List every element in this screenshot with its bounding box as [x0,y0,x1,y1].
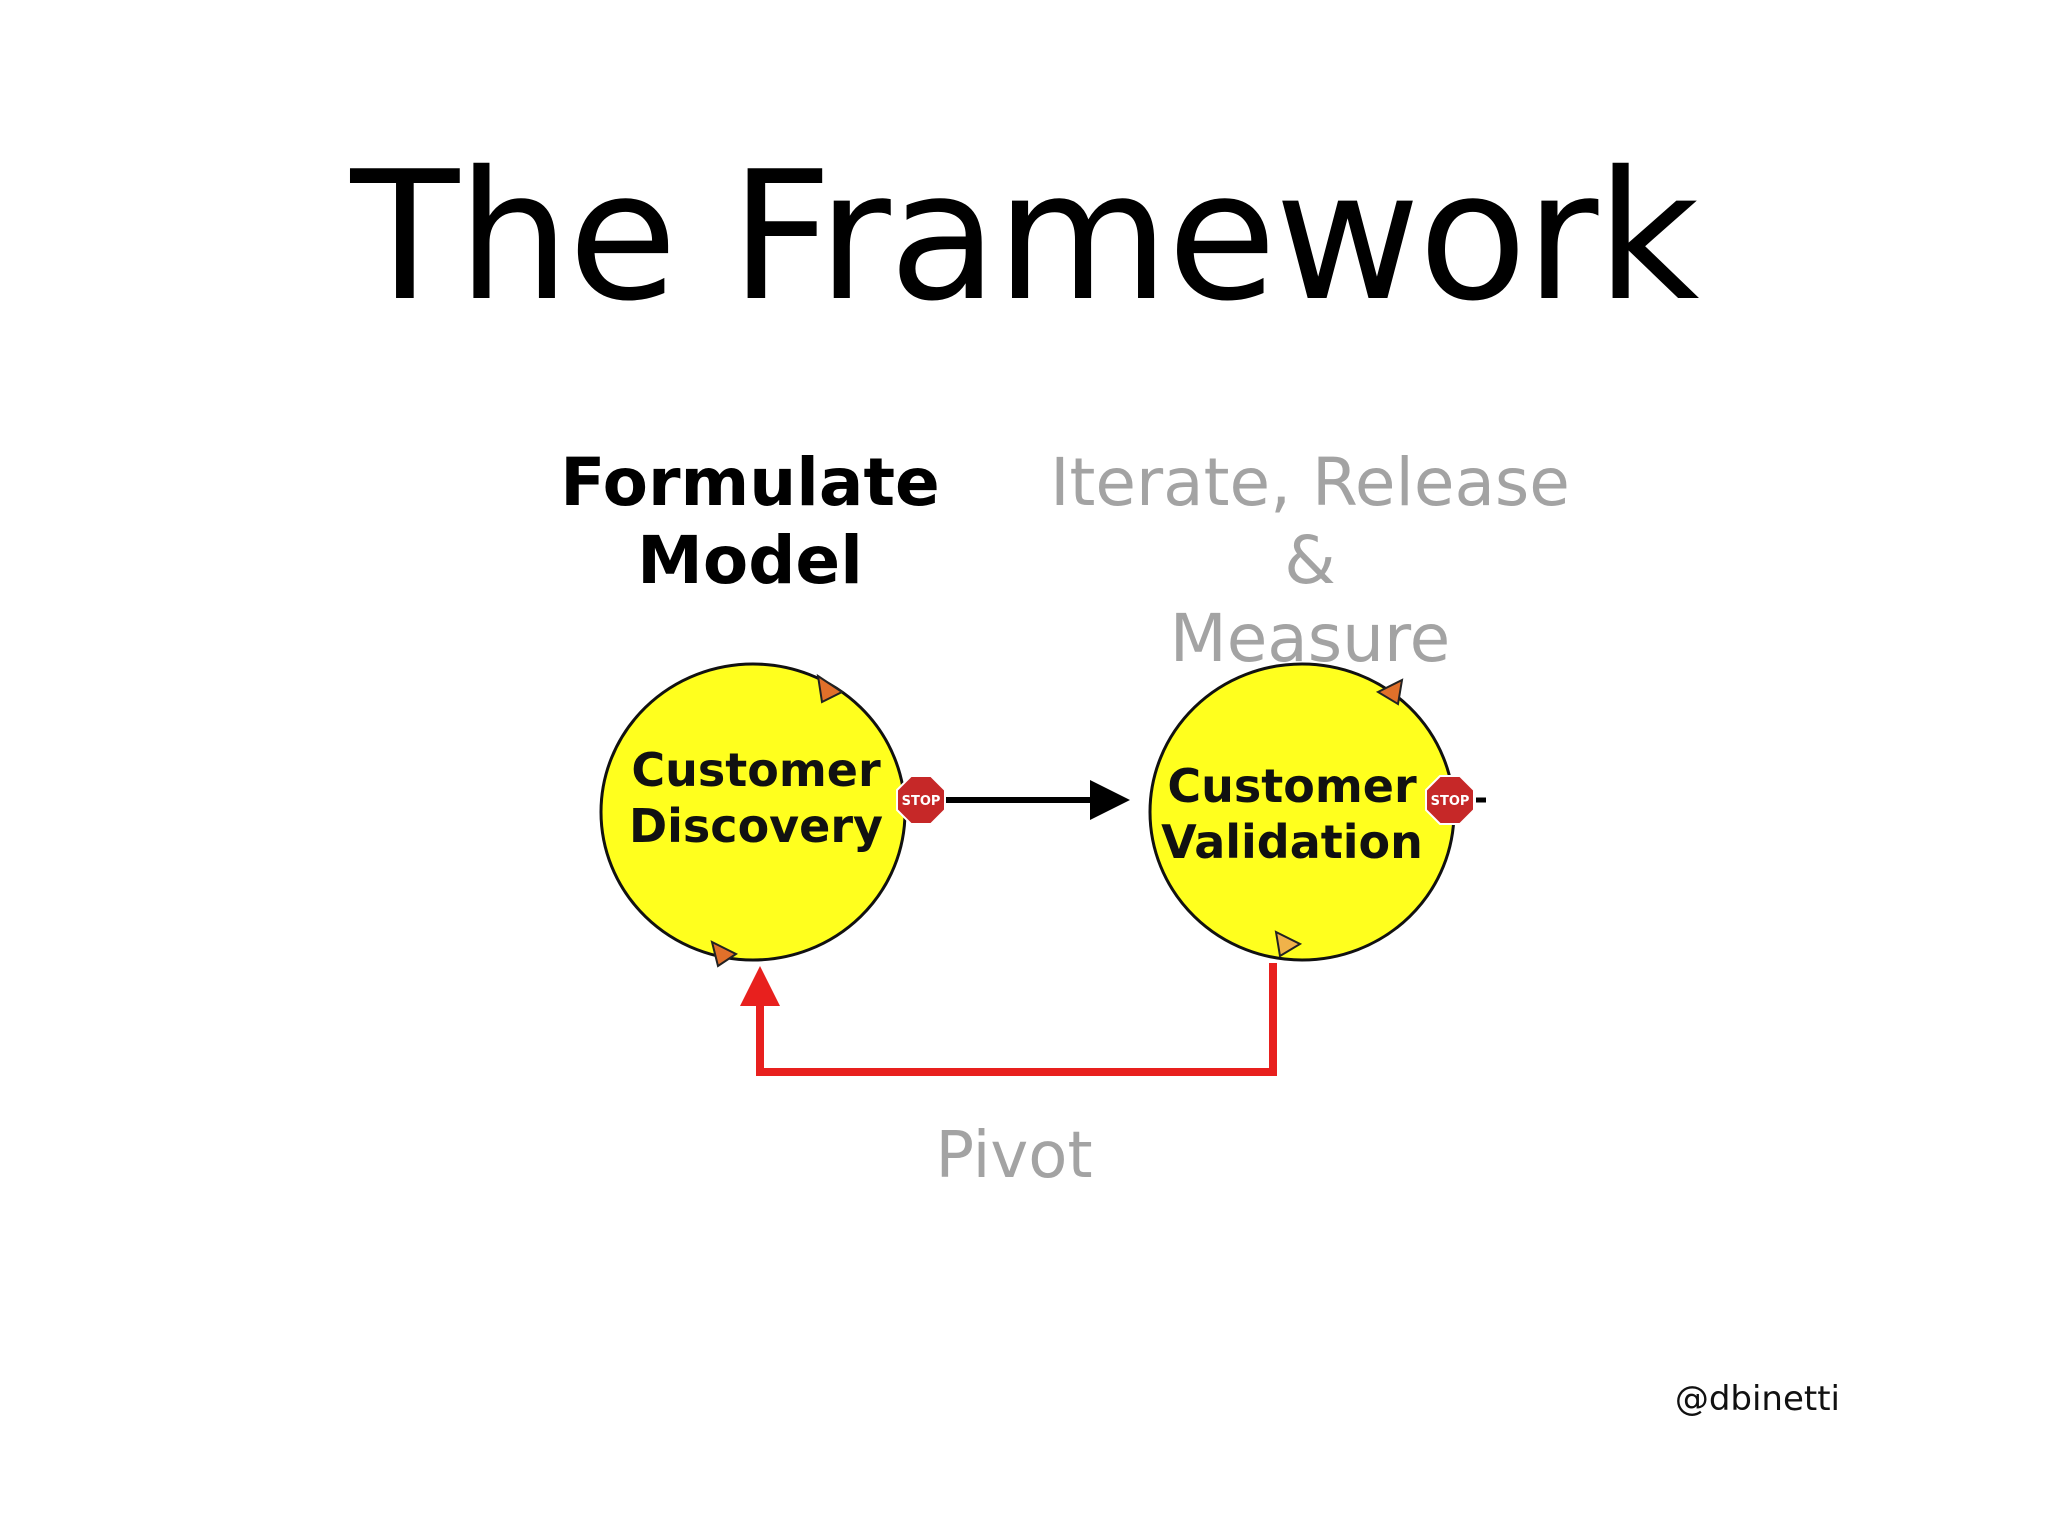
phase-label-formulate-model: Formulate Model [560,444,940,599]
node-label-line1: Customer [631,743,881,797]
node-label-line1: Customer [1167,759,1417,813]
stop-sign-icon: STOP [896,775,946,825]
customer-validation-node: Customer Validation [1148,662,1456,962]
cycle-marker-icon [710,940,738,968]
phase-label-iterate-release-measure: Iterate, Release & Measure [1050,444,1570,677]
cycle-marker-icon [816,673,844,704]
cycle-marker-icon [1274,930,1303,958]
cycle-marker-icon [1375,678,1404,706]
svg-text:STOP: STOP [902,794,941,809]
stop-sign-icon: STOP [1425,775,1486,825]
author-handle: @dbinetti [1674,1379,1840,1419]
pivot-label: Pivot [935,1119,1093,1193]
node-label-line2: Discovery [629,799,883,853]
pivot-arrow [740,963,1277,1076]
node-label-line2: Validation [1161,815,1423,869]
customer-discovery-node: Customer Discovery [599,662,907,968]
forward-arrow [946,780,1130,820]
slide-title: The Framework [350,133,1700,340]
svg-text:STOP: STOP [1431,794,1470,809]
